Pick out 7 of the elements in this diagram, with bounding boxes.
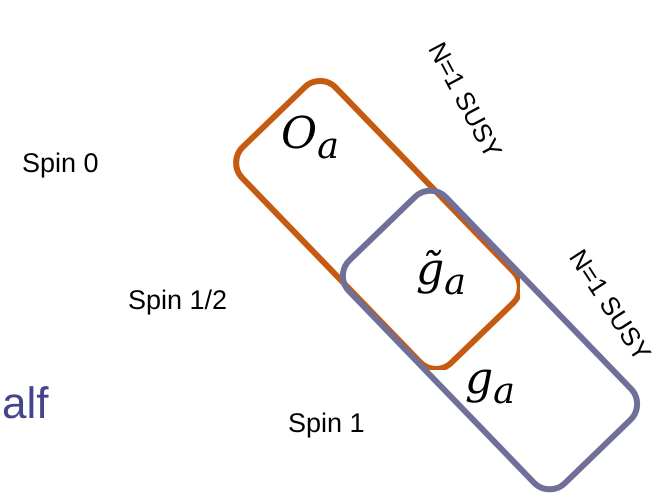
spin-label: Spin 1/2 (128, 287, 228, 314)
particle-symbol: O$_{a}$ (281, 112, 339, 164)
cut-off-text: alf (2, 382, 48, 426)
particle-symbol: g$_{a}$ (465, 357, 516, 410)
spin-label: Spin 1 (288, 410, 365, 437)
particle-symbol: g̃$_{a}$ (416, 248, 466, 300)
spin-label: Spin 0 (22, 150, 99, 177)
